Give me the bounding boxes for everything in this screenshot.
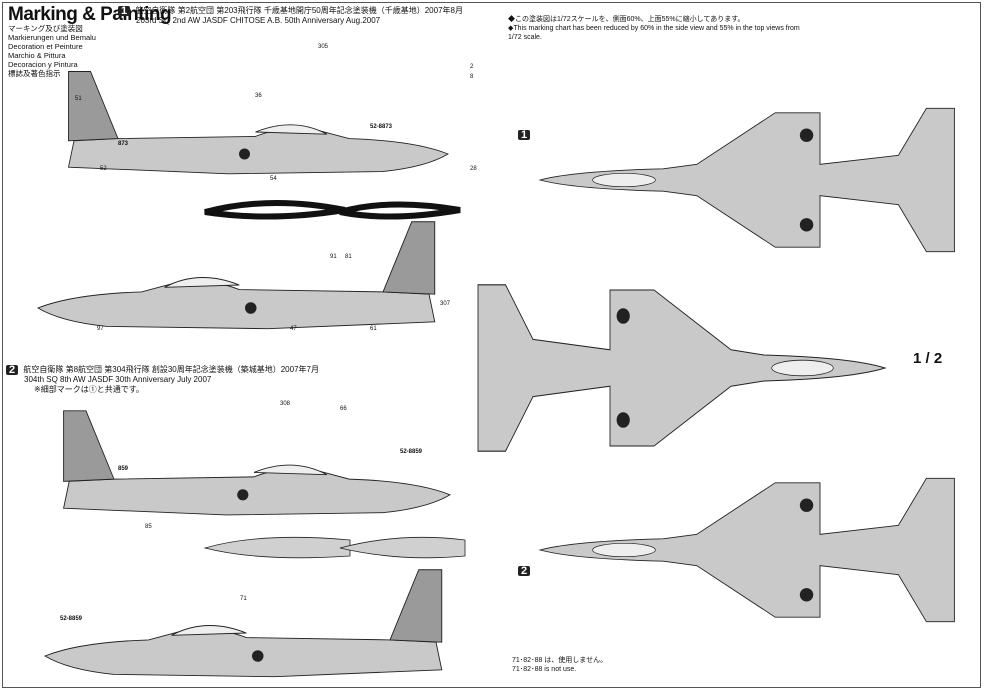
unused-note: 71･82･88 は、使用しません。 71･82･88 is not use. bbox=[512, 656, 607, 674]
callout: 307 bbox=[440, 301, 451, 307]
callout: 81 bbox=[345, 254, 352, 260]
scale-note-jp: ◆この塗装図は1/72スケールを、側面60%、上面55%に縮小してあります。 bbox=[508, 16, 745, 23]
scheme-2-heading: 2 航空自衛隊 第8航空団 第304飛行隊 創設30周年記念塗装機（築城基地）2… bbox=[6, 365, 319, 395]
callout: 66 bbox=[340, 406, 347, 412]
lang-title: Decoration et Peinture bbox=[8, 42, 83, 51]
lang-title: 標誌及著色指示 bbox=[8, 69, 61, 78]
top-view-2-badge: 2 bbox=[518, 566, 533, 577]
callout-labels: 305 307 308 2 8 28 36 47 51 52 54 61 66 … bbox=[75, 44, 477, 602]
scheme-2-tail-code-lower: 52-8859 bbox=[60, 616, 83, 622]
lang-title: マーキング及び塗装図 bbox=[8, 24, 83, 33]
scheme-2-tank-1 bbox=[203, 536, 351, 559]
callout: 36 bbox=[255, 93, 262, 99]
scheme-2-subnote: ※細部マークは①と共通です。 bbox=[34, 385, 144, 395]
scheme-1-jp: 航空自衛隊 第2航空団 第203飛行隊 千歳基地開庁50周年記念塗装機（千歳基地… bbox=[135, 6, 463, 16]
scheme-1-tail-code: 52-8873 bbox=[370, 124, 393, 130]
callout: 51 bbox=[75, 96, 82, 102]
callout: 8 bbox=[470, 74, 474, 80]
scheme-2-top-view bbox=[539, 477, 955, 623]
scheme-2-badge: 2 bbox=[6, 365, 19, 376]
unused-note-en: 71･82･88 is not use. bbox=[512, 666, 577, 673]
scheme-1-badge: 1 bbox=[118, 6, 131, 17]
callout: 305 bbox=[318, 44, 329, 50]
scheme-1-en: 203rd SQ 2nd AW JASDF CHITOSE A.B. 50th … bbox=[136, 16, 381, 26]
callout: 91 bbox=[330, 254, 337, 260]
scheme-1-wing-tank-2 bbox=[339, 201, 461, 220]
scheme-2-jp: 航空自衛隊 第8航空団 第304飛行隊 創設30周年記念塗装機（築城基地）200… bbox=[23, 365, 319, 375]
callout: 2 bbox=[470, 64, 474, 70]
callout: 28 bbox=[470, 166, 477, 172]
lang-title: Markierungen und Bemalu bbox=[8, 33, 96, 42]
top-view-1-badge: 1 bbox=[518, 130, 533, 141]
scheme-1-side-view-left bbox=[67, 70, 449, 175]
callout: 52 bbox=[100, 166, 107, 172]
callout: 97 bbox=[97, 326, 104, 332]
language-titles: マーキング及び塗装図 Markierungen und Bemalu Decor… bbox=[8, 24, 96, 78]
callout: 85 bbox=[145, 524, 152, 530]
callout: 54 bbox=[270, 176, 277, 182]
scheme-2-side-view-bottom bbox=[44, 569, 443, 678]
scale-note: ◆この塗装図は1/72スケールを、側面60%、上面55%に縮小してあります。 ◆… bbox=[508, 15, 808, 42]
scheme-2-tail-code: 52-8859 bbox=[400, 449, 423, 455]
scheme-2-nose-number: 859 bbox=[118, 466, 129, 472]
scheme-2-en: 304th SQ 8th AW JASDF 30th Anniversary J… bbox=[24, 375, 212, 385]
scheme-1-top-view bbox=[539, 107, 955, 253]
unused-note-jp: 71･82･88 は、使用しません。 bbox=[512, 657, 608, 664]
callout: 47 bbox=[290, 326, 297, 332]
scheme-1-wing-tank-1 bbox=[204, 200, 346, 220]
scheme-1-side-view-right bbox=[37, 221, 436, 330]
shared-view-label: 1 / 2 bbox=[913, 350, 943, 367]
scale-note-en: ◆This marking chart has been reduced by … bbox=[508, 25, 800, 41]
scheme-2-tank-2 bbox=[339, 536, 466, 559]
scheme-1-nose-number: 873 bbox=[118, 141, 129, 147]
callout: 308 bbox=[280, 401, 291, 407]
callout: 71 bbox=[240, 596, 247, 602]
lang-title: Marchio & Pittura bbox=[8, 51, 66, 60]
shared-bottom-view bbox=[477, 284, 886, 452]
scheme-2-side-view-top bbox=[63, 410, 451, 516]
callout: 61 bbox=[370, 326, 377, 332]
page-title: Marking & Painting bbox=[8, 4, 172, 25]
lang-title: Decoracion y Pintura bbox=[8, 60, 78, 69]
scheme-1-heading: 1 航空自衛隊 第2航空団 第203飛行隊 千歳基地開庁50周年記念塗装機（千歳… bbox=[118, 6, 463, 26]
